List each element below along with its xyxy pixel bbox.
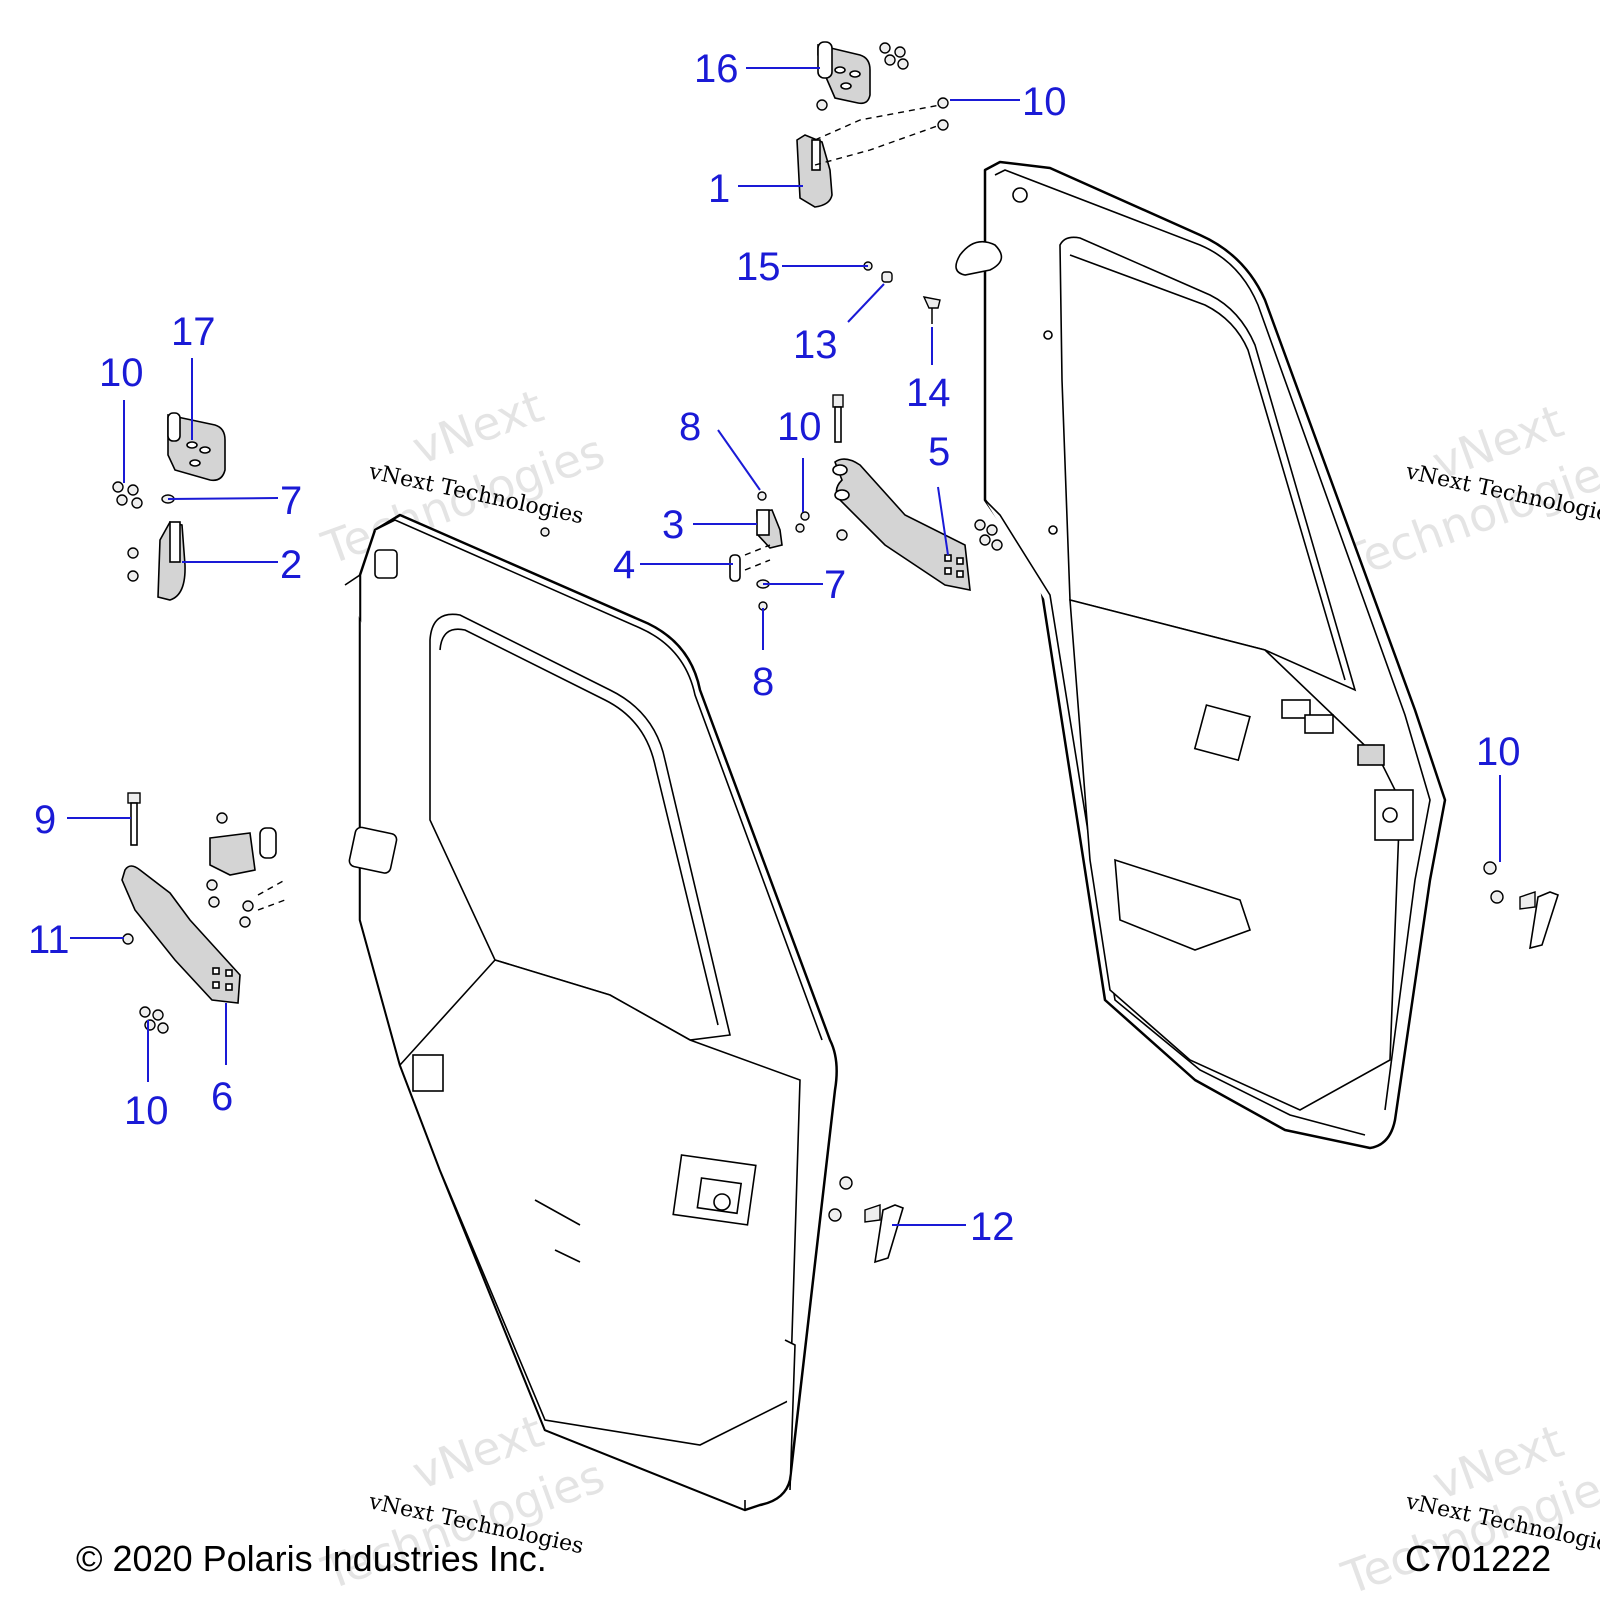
callout-8-lower: 8 bbox=[752, 660, 774, 704]
small-hardware-15-13-14 bbox=[863, 261, 941, 324]
callout-10-center: 10 bbox=[777, 405, 822, 449]
callout-labels: 16 10 1 15 13 14 10 17 7 2 8 10 5 3 4 7 … bbox=[28, 47, 1521, 1249]
callout-7-left: 7 bbox=[280, 479, 302, 523]
callout-2: 2 bbox=[280, 543, 302, 587]
right-door bbox=[955, 160, 1447, 1150]
callout-4: 4 bbox=[613, 543, 635, 587]
part-17-2-left-hinge bbox=[112, 412, 226, 601]
callout-6: 6 bbox=[211, 1075, 233, 1119]
callout-14: 14 bbox=[906, 371, 951, 415]
callout-8-upper: 8 bbox=[679, 405, 701, 449]
right-striker bbox=[1483, 861, 1559, 950]
callout-1: 1 bbox=[708, 167, 730, 211]
callout-11: 11 bbox=[28, 918, 70, 962]
part-5-hinge-arm bbox=[832, 458, 1003, 591]
callout-17: 17 bbox=[171, 310, 216, 354]
callout-9: 9 bbox=[34, 798, 56, 842]
callout-7-center: 7 bbox=[824, 563, 846, 607]
callout-10-left-upper: 10 bbox=[99, 351, 144, 395]
callout-13: 13 bbox=[793, 323, 838, 367]
part-12-striker bbox=[828, 1176, 904, 1264]
callout-16: 16 bbox=[694, 47, 739, 91]
callout-12: 12 bbox=[970, 1205, 1015, 1249]
watermark-upper-right: vNext Technologies vNext Technologies bbox=[1334, 394, 1600, 591]
part-16-hinge-plate bbox=[816, 41, 909, 111]
callout-10-left-lower: 10 bbox=[124, 1089, 169, 1133]
part-3-4-center-hinge bbox=[540, 491, 810, 611]
part-1-hinge bbox=[796, 97, 949, 208]
callout-5: 5 bbox=[928, 430, 950, 474]
callout-15: 15 bbox=[736, 245, 781, 289]
part-6-lower-hinge bbox=[121, 792, 286, 1034]
callout-3: 3 bbox=[662, 503, 684, 547]
drawing-id: C701222 bbox=[1405, 1538, 1551, 1579]
callout-10-top: 10 bbox=[1022, 80, 1067, 124]
leader-lines bbox=[67, 67, 1501, 1226]
copyright-text: © 2020 Polaris Industries Inc. bbox=[76, 1538, 547, 1579]
callout-10-right: 10 bbox=[1476, 730, 1521, 774]
left-door bbox=[344, 513, 838, 1512]
bolt-upper bbox=[832, 394, 844, 443]
